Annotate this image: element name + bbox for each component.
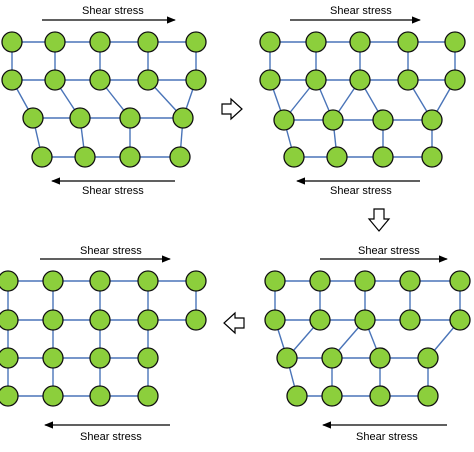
atom — [321, 347, 343, 369]
panel-4-bottom-label: Shear stress — [80, 431, 142, 443]
hollow-arrow-right-icon — [221, 97, 243, 121]
atoms — [0, 270, 207, 407]
atom — [417, 347, 439, 369]
atom — [369, 385, 391, 407]
atom — [326, 146, 348, 168]
atom — [449, 270, 471, 292]
atom — [137, 270, 159, 292]
panel-1-bottom-label: Shear stress — [82, 185, 144, 197]
atom — [372, 146, 394, 168]
atom — [74, 146, 96, 168]
atom — [185, 69, 207, 91]
atom — [444, 69, 466, 91]
atom — [42, 347, 64, 369]
panel-2-bottom-label: Shear stress — [330, 185, 392, 197]
atom — [119, 107, 141, 129]
atom — [305, 31, 327, 53]
atom — [137, 69, 159, 91]
atom — [349, 69, 371, 91]
atom — [89, 69, 111, 91]
panel-4-top-label: Shear stress — [80, 245, 142, 257]
atom — [42, 385, 64, 407]
panel-3-bottom-label: Shear stress — [356, 431, 418, 443]
atom — [137, 309, 159, 331]
panel-1-top-label: Shear stress — [82, 5, 144, 17]
atom — [0, 347, 19, 369]
atom — [185, 31, 207, 53]
atom — [172, 107, 194, 129]
atom — [89, 385, 111, 407]
atom — [273, 109, 295, 131]
atom — [89, 309, 111, 331]
atom — [276, 347, 298, 369]
bond-lines — [274, 280, 461, 397]
atom — [185, 270, 207, 292]
atom — [137, 347, 159, 369]
atom — [354, 309, 376, 331]
atom — [264, 309, 286, 331]
atom — [309, 270, 331, 292]
panels-group — [0, 16, 471, 429]
atom — [397, 31, 419, 53]
panel-3-further-slip — [264, 255, 471, 429]
panel-1-initial-lattice — [1, 16, 207, 185]
atoms — [259, 31, 466, 168]
atom — [259, 31, 281, 53]
atom — [264, 270, 286, 292]
atom — [69, 107, 91, 129]
atom — [0, 270, 19, 292]
atom — [185, 309, 207, 331]
atom — [1, 69, 23, 91]
bond-lines — [7, 280, 197, 397]
panel-4-slipped-lattice — [0, 255, 207, 429]
atom — [417, 385, 439, 407]
panel-3-top-label: Shear stress — [358, 245, 420, 257]
atom — [449, 309, 471, 331]
atom — [309, 309, 331, 331]
atom — [321, 385, 343, 407]
atom — [137, 385, 159, 407]
atom — [399, 270, 421, 292]
atom — [89, 31, 111, 53]
atom — [42, 309, 64, 331]
atoms — [1, 31, 207, 168]
bond-lines — [269, 41, 456, 158]
hollow-arrow-down-icon — [367, 208, 391, 232]
atom — [286, 385, 308, 407]
atom — [305, 69, 327, 91]
panel-2-top-label: Shear stress — [330, 5, 392, 17]
atom — [372, 109, 394, 131]
atom — [31, 146, 53, 168]
atom — [0, 309, 19, 331]
atom — [354, 270, 376, 292]
atom — [369, 347, 391, 369]
atom — [283, 146, 305, 168]
atom — [1, 31, 23, 53]
atom — [397, 69, 419, 91]
atom — [169, 146, 191, 168]
atom — [119, 146, 141, 168]
atom — [399, 309, 421, 331]
atom — [322, 109, 344, 131]
atom — [349, 31, 371, 53]
atom — [137, 31, 159, 53]
atom — [89, 270, 111, 292]
atoms — [264, 270, 471, 407]
atom — [42, 270, 64, 292]
atom — [22, 107, 44, 129]
atom — [89, 347, 111, 369]
bond-lines — [11, 41, 197, 158]
atom — [421, 109, 443, 131]
hollow-arrow-left-icon — [223, 311, 245, 335]
atom — [0, 385, 19, 407]
panel-2-bond-rearrangement — [259, 16, 466, 185]
atom — [259, 69, 281, 91]
atom — [44, 69, 66, 91]
atom — [444, 31, 466, 53]
atom — [44, 31, 66, 53]
atom — [421, 146, 443, 168]
